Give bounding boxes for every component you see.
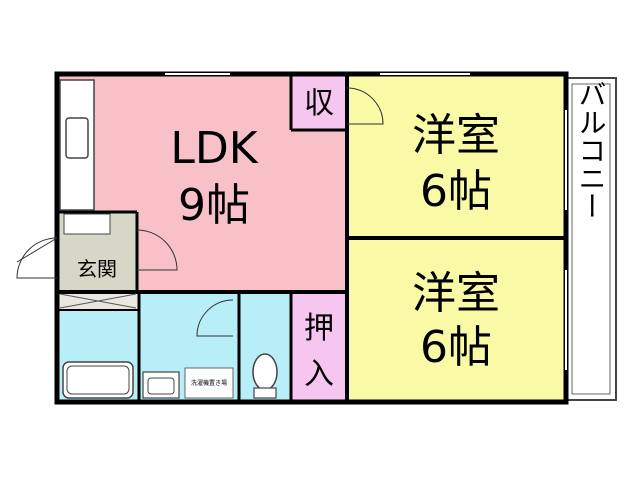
hall-x-2 [59,293,137,309]
western1-size-label: 6帖 [420,166,492,217]
western2-name-label: 洋室 [412,268,500,319]
ldk-door [136,229,178,271]
entrance-label: 玄関 [77,257,117,281]
ldk-name-label: LDK [170,123,258,174]
entrance-door [16,237,58,279]
toilet-tank [253,387,277,399]
western-room-2 [347,238,566,402]
western-room-1 [347,74,566,238]
closet-label-1: 押 [304,311,334,346]
washing-machine-space [184,367,234,399]
closet-room [291,292,347,402]
bathtub [62,361,134,399]
ldk-size-label: 9帖 [178,180,250,231]
closet-label-2: 入 [304,357,334,392]
western1-name-label: 洋室 [412,110,500,161]
storage-door [346,87,384,125]
western2-size-label: 6帖 [420,322,492,373]
storage-room [291,74,347,130]
balcony-inner [571,83,611,395]
balcony-area [565,77,617,401]
storage-label: 収 [304,86,334,121]
toilet-bowl [252,353,278,391]
balcony-label: バルコニー [575,80,608,220]
wash-label: 洗濯機置き場 [191,379,227,387]
kitchen-sink [65,117,89,159]
washbasin-bowl [147,377,175,395]
fridge-space [63,213,111,235]
wash-door [196,299,234,337]
bathtub-inner [66,365,130,395]
